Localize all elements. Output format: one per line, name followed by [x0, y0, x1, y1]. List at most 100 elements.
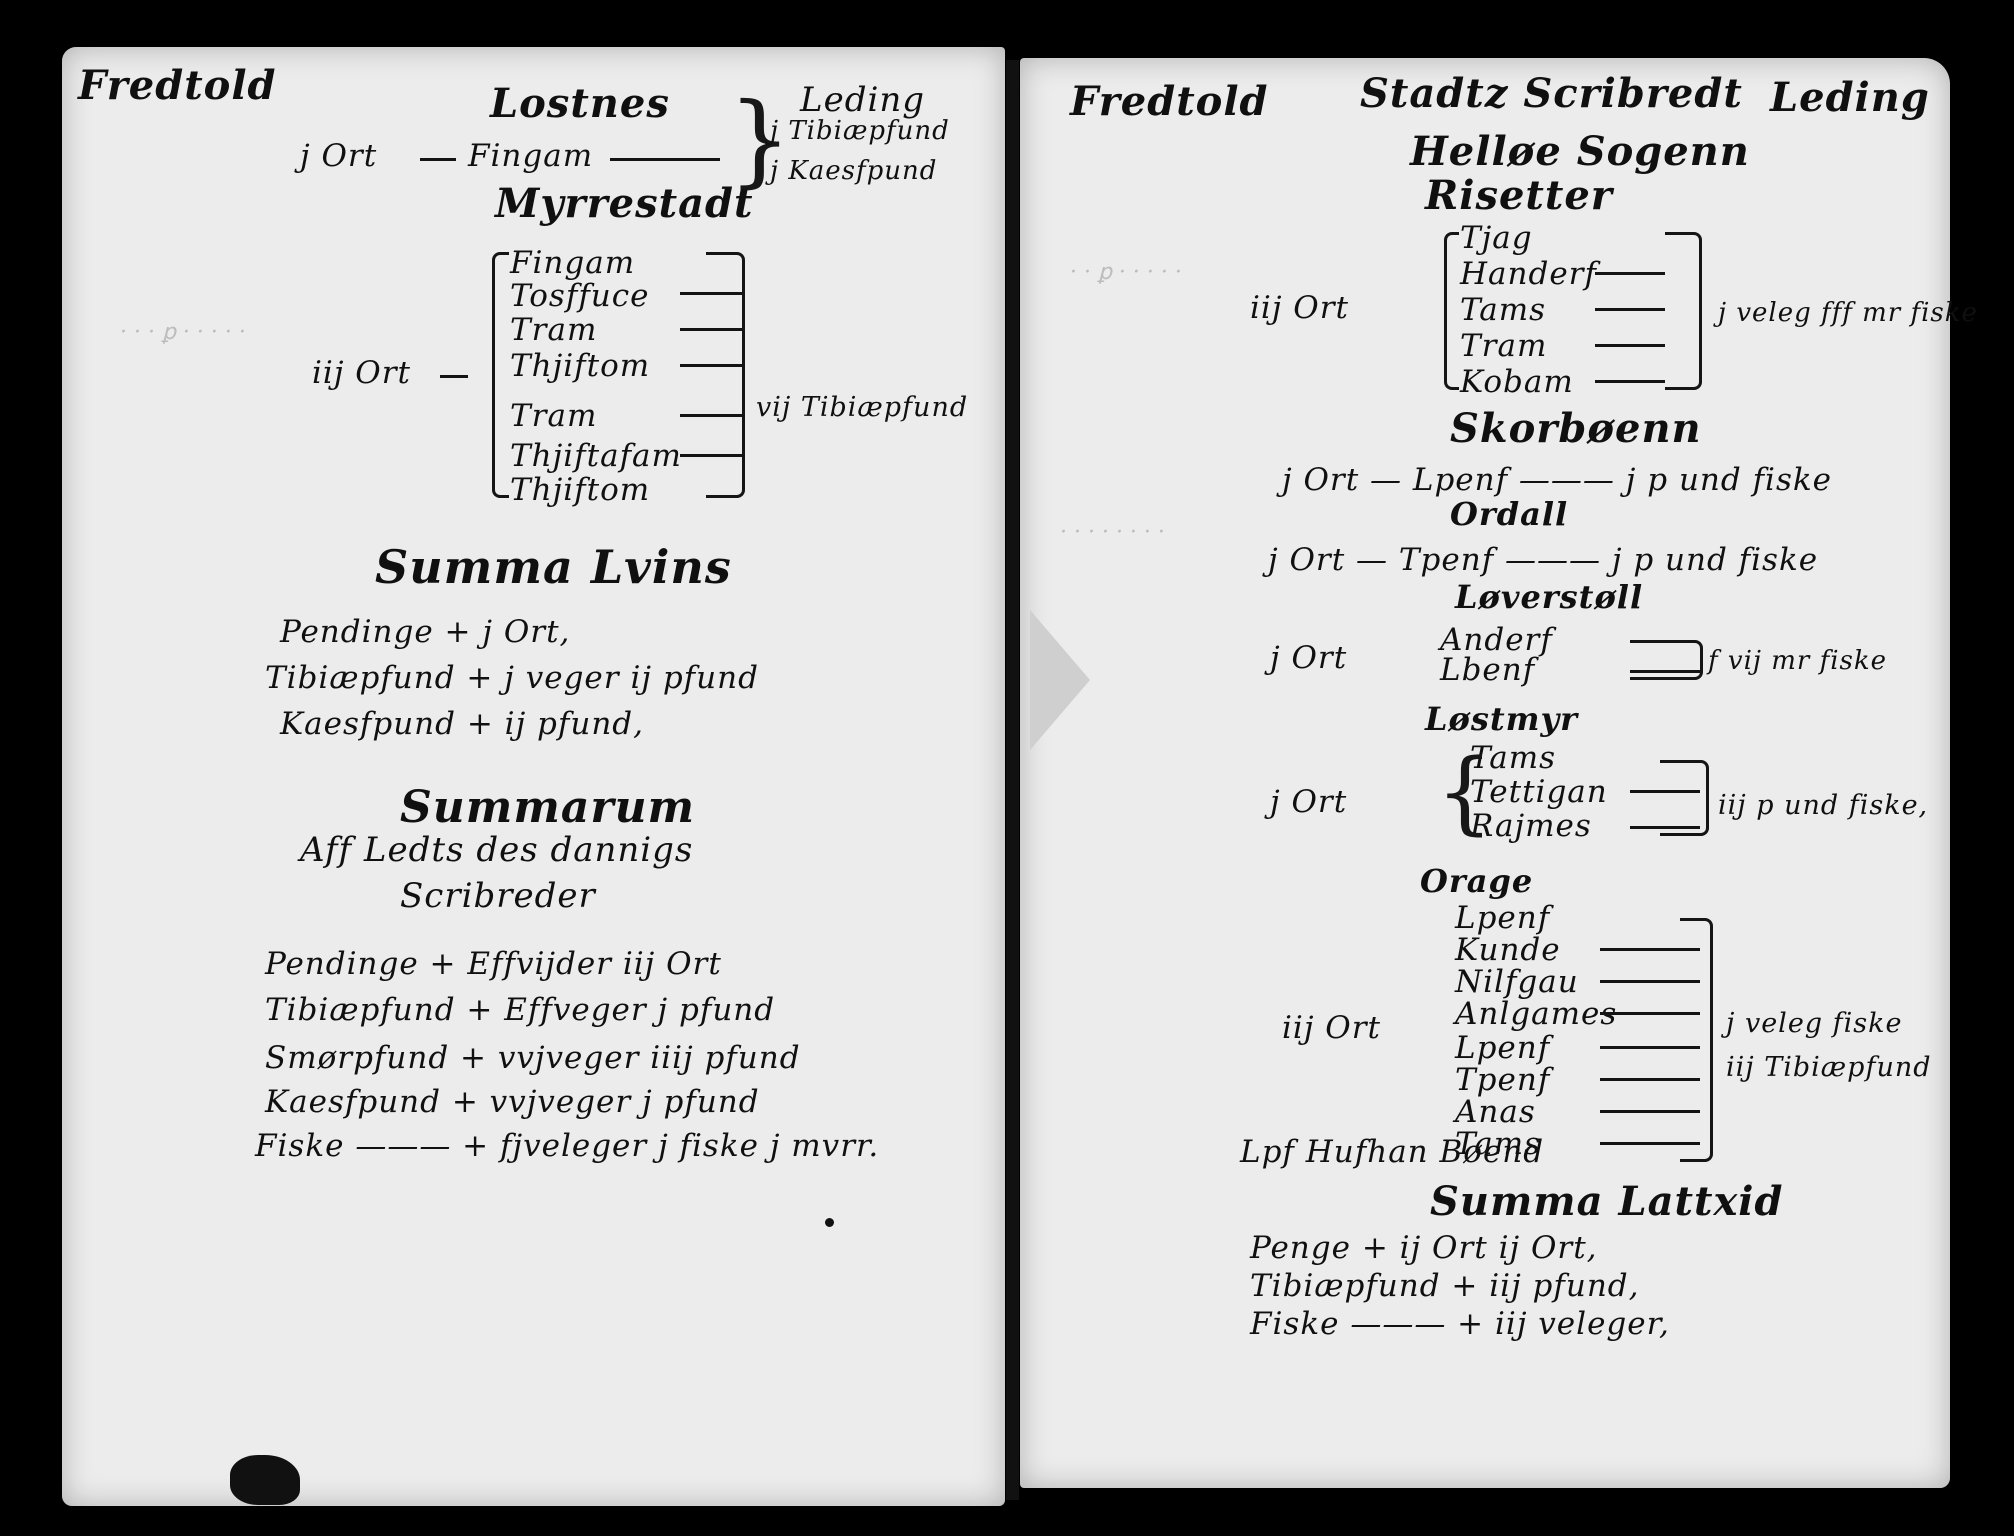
right-list-bracket: [706, 252, 745, 498]
dash-rule: [680, 364, 742, 367]
right-list-bracket: [1630, 640, 1703, 680]
list-item: Tpenf: [1455, 1062, 1551, 1098]
right-s3-line: j Ort — Tpenf ——— j p und fiske: [1268, 542, 1819, 578]
page-tab-marker: [1030, 610, 1090, 750]
list-item: Thjiftafam: [510, 438, 682, 474]
bleed-through-text: · · ꝑ · · · · ·: [1070, 260, 1182, 285]
left-summa2-sub1: Aff Ledts des dannigs: [300, 830, 694, 870]
right-s1-count: iij Ort: [1250, 290, 1349, 326]
dash-rule: [1600, 980, 1700, 983]
right-s4-count: j Ort: [1270, 640, 1348, 676]
list-item: Anderf: [1440, 622, 1553, 658]
right-s5-value: iij p und fiske,: [1718, 790, 1929, 821]
right-list-bracket: [1665, 232, 1702, 390]
list-item: Tram: [510, 398, 598, 434]
left-summa2-title: Summarum: [400, 782, 696, 833]
list-item: Tram: [1460, 328, 1548, 364]
list-item: Tram: [510, 312, 598, 348]
dash-rule: [1630, 670, 1700, 673]
list-item: Nilfgau: [1455, 964, 1579, 1000]
list-item: Lpenf: [1455, 1030, 1551, 1066]
dash-rule: [1630, 790, 1700, 793]
right-summa-line: Penge + ij Ort ij Ort,: [1250, 1230, 1598, 1266]
list-item: Kobam: [1460, 364, 1574, 400]
left-summa2-sub2: Scribreder: [400, 876, 596, 916]
left-header-mid: Lostnes: [490, 80, 670, 127]
right-s6-count: iij Ort: [1282, 1010, 1381, 1046]
dash-rule: [1600, 1110, 1700, 1113]
dash-rule: [680, 414, 742, 417]
dash-rule: [1595, 272, 1665, 275]
left-summa1-title: Summa Lvins: [375, 540, 732, 594]
right-header-mid: Stadtz Scribredt: [1360, 70, 1743, 117]
right-section2-title: Skorbøenn: [1450, 405, 1702, 452]
right-list-bracket: [1660, 760, 1709, 836]
dash-rule: [680, 328, 742, 331]
list-item: Tams: [1470, 740, 1557, 776]
dash-rule: [1600, 1012, 1700, 1015]
right-s6-value1: j veleg fiske: [1726, 1008, 1903, 1039]
list-item: Tams: [1455, 1126, 1542, 1162]
right-header-right: Leding: [1770, 74, 1930, 121]
left-summa1-line: Tibiæpfund + j veger ij pfund: [265, 660, 759, 696]
left-s2-count: iij Ort: [312, 355, 411, 391]
dash-rule: [610, 158, 720, 161]
list-item: Lbenf: [1440, 652, 1536, 688]
left-header-left: Fredtold: [78, 62, 277, 109]
left-summa2-line: Pendinge + Effvijder iij Ort: [265, 946, 722, 982]
right-section5-title: Løstmyr: [1425, 700, 1578, 738]
dash-rule: [1600, 1142, 1700, 1145]
bleed-through-text: · · · · · · · ·: [1060, 520, 1165, 545]
list-item: Tjag: [1460, 220, 1533, 256]
right-s6-value2: iij Tibiæpfund: [1726, 1052, 1932, 1083]
list-item: Thjiftom: [510, 472, 651, 508]
list-item: Tettigan: [1470, 774, 1608, 810]
left-s2-value: vij Tibiæpfund: [756, 392, 969, 423]
dash-rule: [440, 375, 468, 378]
curly-brace: {: [1436, 740, 1494, 845]
left-summa2-line: Kaesfpund + vvjveger j pfund: [265, 1084, 760, 1120]
right-s1-value: j veleg fff mr fiske: [1718, 298, 1978, 328]
dash-rule: [1595, 308, 1665, 311]
right-section4-title: Løverstøll: [1455, 578, 1644, 616]
right-s5-count: j Ort: [1270, 784, 1348, 820]
dash-rule: [1600, 1078, 1700, 1081]
list-item: Lpenf: [1455, 900, 1551, 936]
list-item: Anas: [1455, 1094, 1536, 1130]
list-item: Fingam: [510, 245, 636, 281]
left-section2-title: Myrrestadt: [495, 180, 754, 227]
list-item: Tosffuce: [510, 278, 650, 314]
dash-rule: [680, 454, 742, 457]
left-summa1-line: Kaesfpund + ij pfund,: [280, 706, 644, 742]
left-row1-val1: j Tibiæpfund: [770, 116, 950, 146]
left-row1-val2: j Kaesfpund: [770, 156, 938, 186]
right-list-bracket: [1680, 918, 1713, 1162]
list-item: Thjiftom: [510, 348, 651, 384]
dash-rule: [1600, 1046, 1700, 1049]
list-item: Handerf: [1460, 256, 1597, 292]
right-summa-title: Summa Lattxid: [1430, 1178, 1784, 1225]
left-list-bracket: [492, 252, 509, 498]
right-header-left: Fredtold: [1070, 78, 1269, 125]
right-subheader: Helløe Sogenn: [1410, 128, 1750, 175]
right-section3-title: Ordall: [1450, 495, 1569, 533]
list-item: Anlgames: [1455, 996, 1618, 1032]
curly-brace: }: [728, 81, 792, 198]
right-s4-value: f vij mr fiske: [1708, 646, 1887, 676]
dash-rule: [420, 158, 456, 161]
right-folio-page: [1020, 58, 1950, 1488]
dash-rule: [1630, 826, 1700, 829]
left-header-right: Leding: [800, 80, 925, 120]
left-folio-page: [62, 47, 1005, 1506]
list-item: Kunde: [1455, 932, 1561, 968]
left-row1-count: j Ort: [300, 138, 378, 174]
right-s6-footer: Lpf Hufhan Bøend: [1240, 1134, 1545, 1170]
book-binding-gutter: [1006, 60, 1019, 1500]
dash-rule: [680, 292, 742, 295]
right-section1-title: Risetter: [1425, 172, 1613, 219]
left-list-bracket: [1444, 232, 1459, 390]
right-s2-line: j Ort — Lpenf ——— j p und fiske: [1282, 462, 1833, 498]
right-summa-line: Fiske ——— + iij veleger,: [1250, 1306, 1670, 1342]
list-item: Rajmes: [1470, 808, 1592, 844]
left-summa2-line: Fiske ——— + fjveleger j fiske j mvrr.: [255, 1128, 880, 1164]
